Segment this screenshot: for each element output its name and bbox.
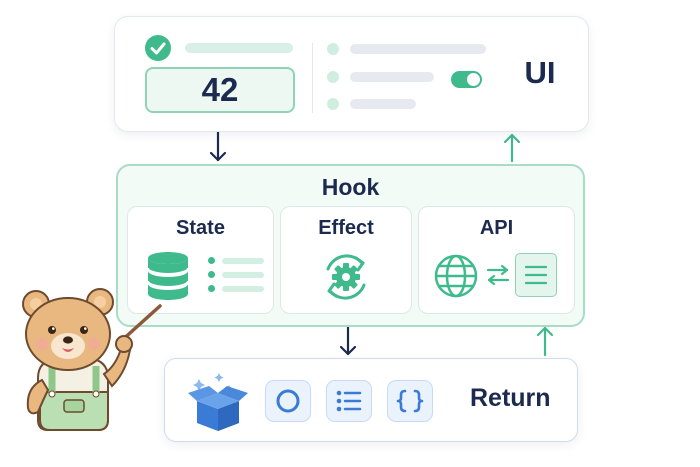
counter-display: 42 — [145, 67, 295, 113]
effect-card: Effect — [280, 206, 412, 314]
return-label: Return — [470, 384, 551, 412]
open-box-icon — [185, 371, 251, 436]
braces-icon — [396, 389, 424, 413]
arrow-return-to-hook — [536, 326, 554, 357]
list-icon-button[interactable] — [326, 380, 372, 422]
ui-label: UI — [524, 55, 556, 90]
panel-divider — [312, 43, 313, 113]
bear-mascot — [22, 288, 162, 431]
database-icon — [146, 251, 190, 306]
state-card: State — [127, 206, 274, 314]
list-icon — [336, 390, 362, 412]
api-title: API — [479, 217, 514, 239]
effect-title: Effect — [318, 217, 374, 239]
ui-panel: 42 UI — [114, 16, 589, 132]
list-dot — [327, 43, 339, 55]
list-dot — [327, 71, 339, 83]
counter-value: 42 — [201, 71, 239, 108]
circle-icon-button[interactable] — [265, 380, 311, 422]
placeholder-bar — [185, 43, 293, 53]
placeholder-bar — [350, 99, 416, 109]
gear-cycle-icon — [318, 249, 374, 310]
return-panel: Return — [164, 358, 578, 442]
toggle-switch[interactable] — [451, 71, 482, 88]
arrow-ui-to-hook — [209, 129, 227, 162]
api-card: API — [418, 206, 575, 314]
state-list — [208, 257, 264, 299]
list-dot — [327, 98, 339, 110]
hook-panel: Hook State Effect — [116, 164, 585, 327]
check-icon — [145, 35, 171, 61]
braces-icon-button[interactable] — [387, 380, 433, 422]
circle-icon — [276, 389, 300, 413]
document-list-icon — [515, 253, 557, 297]
exchange-arrows-icon — [486, 263, 510, 292]
hook-title: Hook — [321, 174, 380, 200]
arrow-hook-to-ui — [503, 133, 521, 163]
globe-icon — [433, 253, 479, 304]
arrow-hook-to-return — [339, 323, 357, 356]
placeholder-bar — [350, 44, 486, 54]
placeholder-bar — [350, 72, 434, 82]
state-title: State — [176, 217, 225, 239]
